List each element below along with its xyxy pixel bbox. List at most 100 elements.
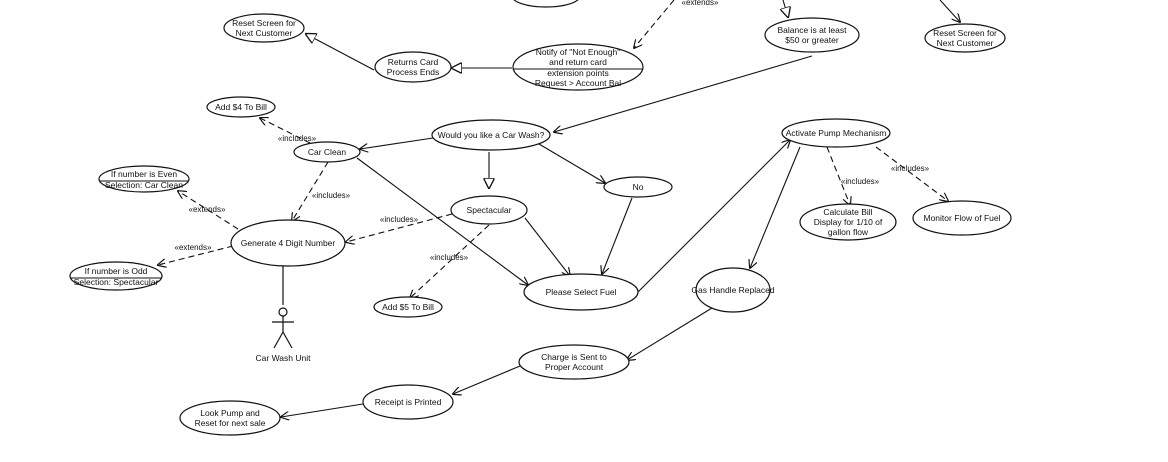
use-case-label: Reset Screen for [933,28,997,38]
use-case-ellipse [450,195,528,225]
use-case-ellipse [98,165,190,193]
use-case-ellipse [924,23,1006,53]
edge-fuel-to-pump [637,140,790,293]
edge-carwash-to-carclean [360,137,434,149]
edge-gas-to-charge-line [627,307,713,360]
edge-include-add5 [410,224,490,298]
edge-label-extends-top: «extends» [682,0,719,7]
edge-include-add5-line [410,224,490,298]
use-case-label: $50 or greater [785,35,839,45]
use-case-label: gallon flow [828,227,869,237]
use-case-label: Generate 4 Digit Number [241,238,336,248]
use-case-ellipse [373,296,443,318]
use-case-label: Add $5 To Bill [382,302,434,312]
edge-include-monitor [875,146,948,201]
edge-no-to-fuel-line [602,197,633,274]
edge-no-to-fuel [602,197,633,274]
use-case-balance: Balance is at least$50 or greater [764,17,860,53]
edge-label-includes-calc: «includes» [841,177,880,186]
use-case-label: and return card [549,57,607,67]
use-case-label: Car Clean [308,147,347,157]
use-case-no: No [603,176,673,198]
use-case-ellipse [513,0,579,8]
use-case-label: Receipt is Printed [375,397,442,407]
edge-include-calc-line [826,146,850,205]
use-case-notify: Notify of "Not Enough"and return cardext… [512,43,644,91]
use-case-label: Monitor Flow of Fuel [924,213,1001,223]
edge-extend-odd [158,245,234,265]
edge-include-spec-generate-line [346,213,453,242]
use-case-extension-label: Selection: Car Clean [105,180,183,190]
use-case-activate-pump: Activate Pump Mechanism [781,118,891,148]
actor-leg-left [273,331,284,349]
edge-include-carclean-generate-line [292,161,329,221]
use-case-label: Balance is at least [778,25,848,35]
edge-include-monitor-line [875,146,948,201]
edge-pump-to-gas-handle [750,146,801,268]
edge-receipt-to-lock [281,403,364,417]
edge-charge-to-receipt-line [453,365,521,394]
edge-balance-to-carwash [554,55,813,132]
edge-to-balance-line [783,0,788,17]
use-case-ellipse [912,200,1012,236]
edge-to-reset-right-line [939,0,960,22]
use-case-label: Returns Card [388,57,439,67]
edge-extends-top [634,0,675,48]
edge-balance-to-carwash-line [554,55,813,132]
edges [158,0,960,417]
edge-extend-odd-line [158,245,234,265]
use-case-label: Look Pump and [200,408,260,418]
use-case-label: Please Select Fuel [546,287,617,297]
use-case-label: Spectacular [467,205,512,215]
edge-labels: «extends»«includes»«includes»«extends»«e… [175,0,930,262]
use-case-label: If number is Even [111,169,177,179]
use-case-extension-label: Request > Account Bal [535,78,621,88]
edge-include-calc [826,146,850,205]
use-case-car-clean: Car Clean [293,141,361,163]
use-case-ellipse [293,141,361,163]
edge-carwash-to-no [538,143,605,183]
use-case-ellipse [179,400,281,436]
edge-include-spec-generate [346,213,453,242]
use-case-extension-label: extension points [547,68,608,78]
use-case-ellipse [206,96,276,118]
actor-leg-right [282,331,293,349]
edge-charge-to-receipt [453,365,521,394]
use-case-label: Display for 1/10 of [814,217,883,227]
use-case-extension-label: Selection: Spectacular [74,277,159,287]
use-case-label: Charge is Sent to [541,352,607,362]
actor-label: Car Wash Unit [256,353,312,363]
use-case-label: Gas Handle Replaced [691,285,774,295]
use-case-label: Would you like a Car Wash? [438,130,545,140]
use-case-label: Back [537,0,557,1]
use-case-label: Reset Screen for [232,18,296,28]
use-case-ellipse [603,176,673,198]
use-case-add5: Add $5 To Bill [373,296,443,318]
edge-to-balance [783,0,788,17]
edge-fuel-to-pump-line [637,140,790,293]
use-case-label: Proper Account [545,362,604,372]
edge-extend-even-line [178,191,239,230]
edge-carwash-to-no-line [538,143,605,183]
use-case-add4: Add $4 To Bill [206,96,276,118]
use-case-label: Process Ends [387,67,439,77]
use-case-spectacular: Spectacular [450,195,528,225]
edge-label-includes-spec-gen: «includes» [380,215,419,224]
use-case-ellipse [512,43,644,91]
use-case-label: Next Customer [937,38,994,48]
use-case-generate4: Generate 4 Digit Number [230,219,346,267]
use-case-ellipse [695,267,771,313]
use-case-gas-handle: Gas Handle Replaced [691,267,775,313]
use-case-ellipse [781,118,891,148]
edge-label-includes-add4: «includes» [278,134,317,143]
edge-carwash-to-carclean-line [360,137,434,149]
use-case-ellipse [223,13,305,43]
edge-extend-even [178,191,239,230]
actor-car-wash-unit: Car Wash Unit [256,266,312,363]
edge-receipt-to-lock-line [281,403,364,417]
edge-label-includes-carclean-gen: «includes» [312,191,351,200]
